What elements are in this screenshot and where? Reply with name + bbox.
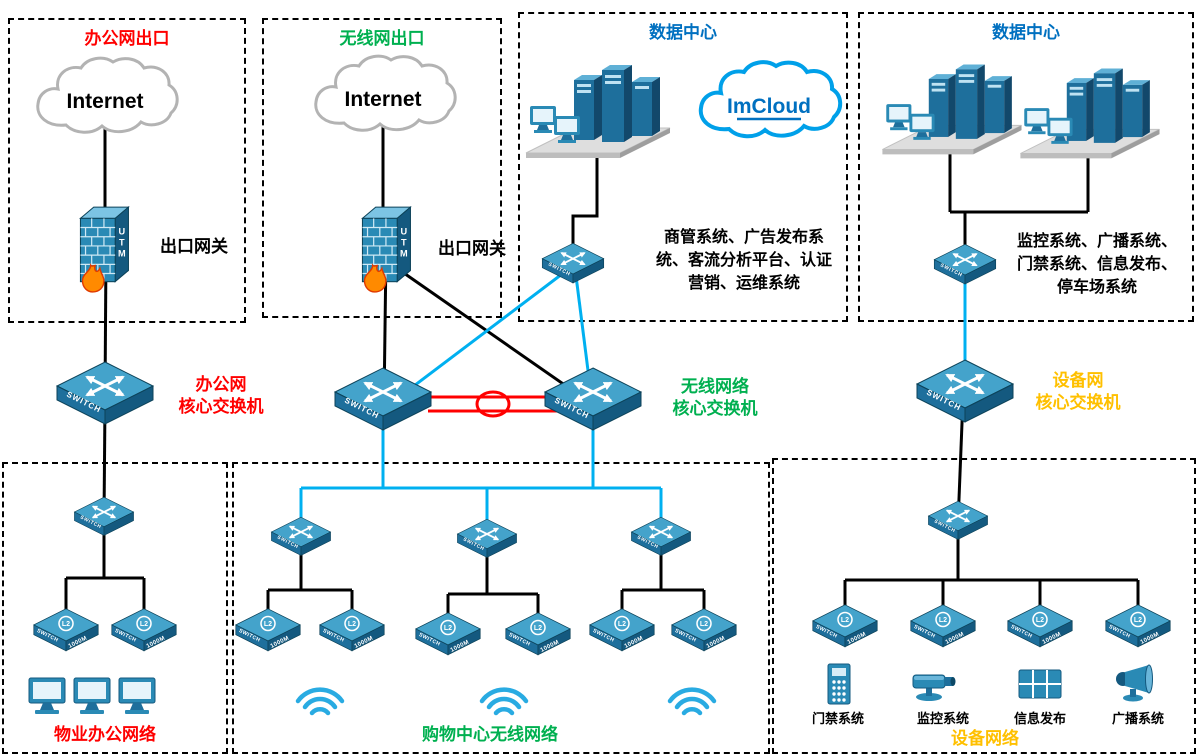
wifi-ap-icon-3 xyxy=(664,674,720,716)
property-switch-icon xyxy=(73,496,135,544)
broadcast-speaker-icon xyxy=(1113,664,1161,702)
zone-datacenter-2 xyxy=(858,12,1194,322)
mall-l2-switch-3-icon xyxy=(412,610,484,666)
info-system-label: 信息发布 xyxy=(1013,711,1066,726)
property-l2-switch-1-icon xyxy=(30,606,102,662)
device-core-label: 设备网 核心交换机 xyxy=(1035,371,1121,413)
mall-l2-switch-4-icon xyxy=(502,610,574,666)
wifi-ap-icon-2 xyxy=(476,674,532,716)
imcloud-cloud: ImCloud xyxy=(692,58,844,146)
mall-access-switch-1-icon xyxy=(270,516,332,564)
zone-mall-wireless xyxy=(232,462,770,754)
zone-title-mall-wireless: 购物中心无线网络 xyxy=(422,725,558,744)
office-pc-icon-1 xyxy=(26,676,70,716)
dc2-systems-text: 监控系统、广播系统、门禁系统、信息发布、停车场系统 xyxy=(1016,233,1177,297)
internet-label-1: Internet xyxy=(66,90,143,113)
wireless-core-switch-2-icon xyxy=(543,366,643,444)
zone-title-property-office: 物业办公网络 xyxy=(54,725,156,744)
mall-access-switch-3-icon xyxy=(630,516,692,564)
dc1-systems-text: 商管系统、广告发布系统、客流分析平台、认证营销、运维系统 xyxy=(655,229,832,293)
wifi-ap-icon-1 xyxy=(292,674,348,716)
zone-title-office-exit: 办公网出口 xyxy=(84,29,170,48)
office-pc-icon-2 xyxy=(71,676,115,716)
zone-device-network xyxy=(772,458,1196,754)
office-core-switch-icon xyxy=(55,360,155,438)
internet-label-2: Internet xyxy=(344,88,421,111)
cctv-camera-icon xyxy=(911,666,961,702)
office-pc-icon-3 xyxy=(116,676,160,716)
info-screen-icon xyxy=(1017,668,1063,702)
zone-title-datacenter-2: 数据中心 xyxy=(992,23,1060,42)
office-core-label: 办公网 核心交换机 xyxy=(178,375,264,417)
internet-cloud-1: Internet xyxy=(30,54,180,142)
utm-gateway-1-icon xyxy=(76,202,138,296)
camera-system-label: 监控系统 xyxy=(916,711,969,726)
datacenter-2-switch-icon xyxy=(933,243,997,293)
wireless-core-switch-1-icon xyxy=(333,366,433,444)
internet-cloud-2: Internet xyxy=(308,52,458,140)
zone-title-datacenter-1: 数据中心 xyxy=(649,23,717,42)
wireless-core-label: 无线网络 核心交换机 xyxy=(672,377,758,419)
property-l2-switch-2-icon xyxy=(108,606,180,662)
zone-title-device-network: 设备网络 xyxy=(951,729,1019,748)
datacenter-2-servers-icon-b xyxy=(1016,54,1162,168)
zone-office-exit xyxy=(8,18,246,323)
door-access-icon xyxy=(824,662,854,706)
zone-title-wireless-exit: 无线网出口 xyxy=(339,29,425,48)
zone-property-office xyxy=(2,462,228,754)
exit-gateway-label-2: 出口网关 xyxy=(438,239,506,258)
access-system-label: 门禁系统 xyxy=(811,711,864,726)
device-l2-switch-2-icon xyxy=(907,602,979,658)
device-l2-switch-1-icon xyxy=(809,602,881,658)
device-l2-switch-4-icon xyxy=(1102,602,1174,658)
datacenter-1-servers-icon xyxy=(522,50,672,168)
mall-l2-switch-2-icon xyxy=(316,606,388,662)
imcloud-label: ImCloud xyxy=(727,95,811,118)
device-core-switch-icon xyxy=(915,358,1015,436)
datacenter-2-servers-icon-a xyxy=(878,50,1024,164)
mall-l2-switch-5-icon xyxy=(586,606,658,662)
zone-wireless-exit xyxy=(262,18,502,318)
mall-l2-switch-6-icon xyxy=(668,606,740,662)
broadcast-system-label: 广播系统 xyxy=(1111,711,1164,726)
device-l2-switch-3-icon xyxy=(1004,602,1076,658)
zone-datacenter-1 xyxy=(518,12,848,322)
exit-gateway-label-1: 出口网关 xyxy=(160,237,228,256)
device-switch-icon xyxy=(927,500,989,548)
datacenter-1-switch-icon xyxy=(541,242,605,292)
utm-gateway-2-icon xyxy=(358,202,420,296)
stack-link xyxy=(428,390,558,418)
mall-l2-switch-1-icon xyxy=(232,606,304,662)
mall-access-switch-2-icon xyxy=(456,518,518,566)
